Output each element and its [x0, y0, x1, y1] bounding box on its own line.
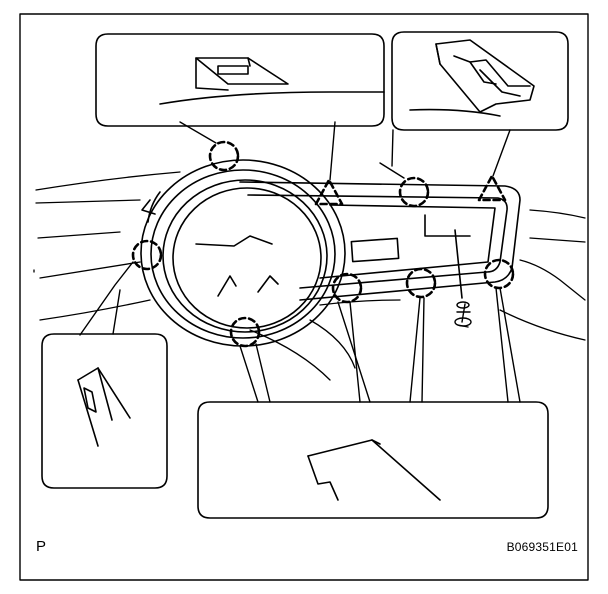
clip-left [131, 239, 163, 271]
clip-bottom-ring [229, 316, 261, 348]
clip-top [208, 140, 240, 172]
clip-panel-bottom-1 [331, 272, 363, 304]
callout-top-right [391, 31, 569, 131]
claw-left [314, 178, 344, 206]
claw-markers [314, 174, 507, 206]
leader-lines [79, 121, 521, 403]
claw-right [477, 174, 507, 202]
figure-code: B069351E01 [506, 540, 578, 554]
cluster-bezel [239, 181, 521, 301]
screw-icon [454, 301, 472, 328]
callout-bottom [197, 401, 549, 519]
meter-ring [140, 159, 346, 347]
clip-panel-bottom-2 [405, 267, 437, 299]
corner-mark: P [36, 538, 47, 555]
clip-panel-top [398, 176, 430, 208]
clip-panel-bottom-3 [483, 258, 515, 290]
figure-frame [19, 13, 589, 581]
clip-markers [131, 140, 515, 348]
callout-left [41, 333, 168, 489]
callout-top-middle [95, 33, 385, 127]
display-window [350, 237, 400, 263]
